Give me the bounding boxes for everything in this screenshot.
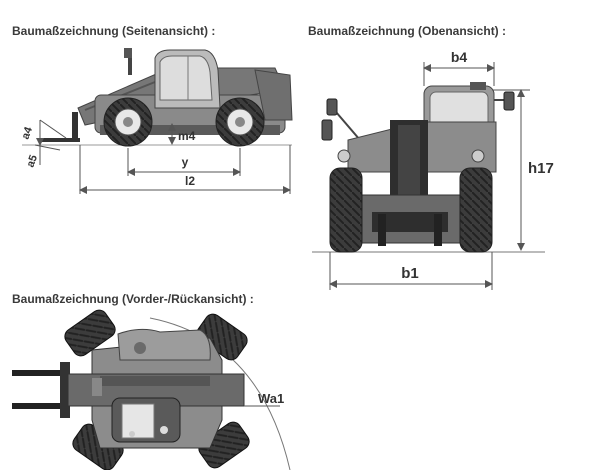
dim-label-m4: m4 bbox=[178, 129, 196, 143]
dim-label-h17: h17 bbox=[528, 160, 554, 177]
dim-label-l2: l2 bbox=[185, 174, 195, 188]
side-rear-wheel bbox=[215, 97, 265, 147]
top-view-drawing: b4 h17 b1 bbox=[312, 49, 554, 290]
front-forks bbox=[12, 362, 70, 418]
top-wheel-left bbox=[329, 167, 363, 253]
top-mirror-right bbox=[494, 91, 515, 111]
dim-label-b1: b1 bbox=[401, 265, 419, 282]
side-cab bbox=[124, 48, 221, 109]
side-view-heading: Baumaßzeichnung (Seitenansicht) : bbox=[12, 24, 216, 38]
front-view-heading: Baumaßzeichnung (Vorder-/Rückansicht) : bbox=[12, 292, 254, 306]
top-mirror-left bbox=[321, 98, 361, 141]
dim-label-wa1: Wa1 bbox=[258, 391, 284, 406]
top-view-heading: Baumaßzeichnung (Obenansicht) : bbox=[308, 24, 507, 38]
dim-label-a4: a4 bbox=[20, 125, 36, 141]
front-view-drawing: Wa1 bbox=[12, 309, 291, 470]
side-view-drawing: a4 a5 m4 y l2 bbox=[20, 48, 293, 194]
side-forks bbox=[40, 112, 80, 142]
dim-label-a5: a5 bbox=[25, 153, 40, 169]
dim-label-b4: b4 bbox=[451, 49, 468, 65]
dim-label-y: y bbox=[182, 155, 189, 169]
side-front-wheel bbox=[103, 97, 153, 147]
top-wheel-right bbox=[459, 167, 493, 253]
front-cab-roof bbox=[111, 397, 181, 443]
front-wheel-top-left bbox=[64, 309, 116, 357]
